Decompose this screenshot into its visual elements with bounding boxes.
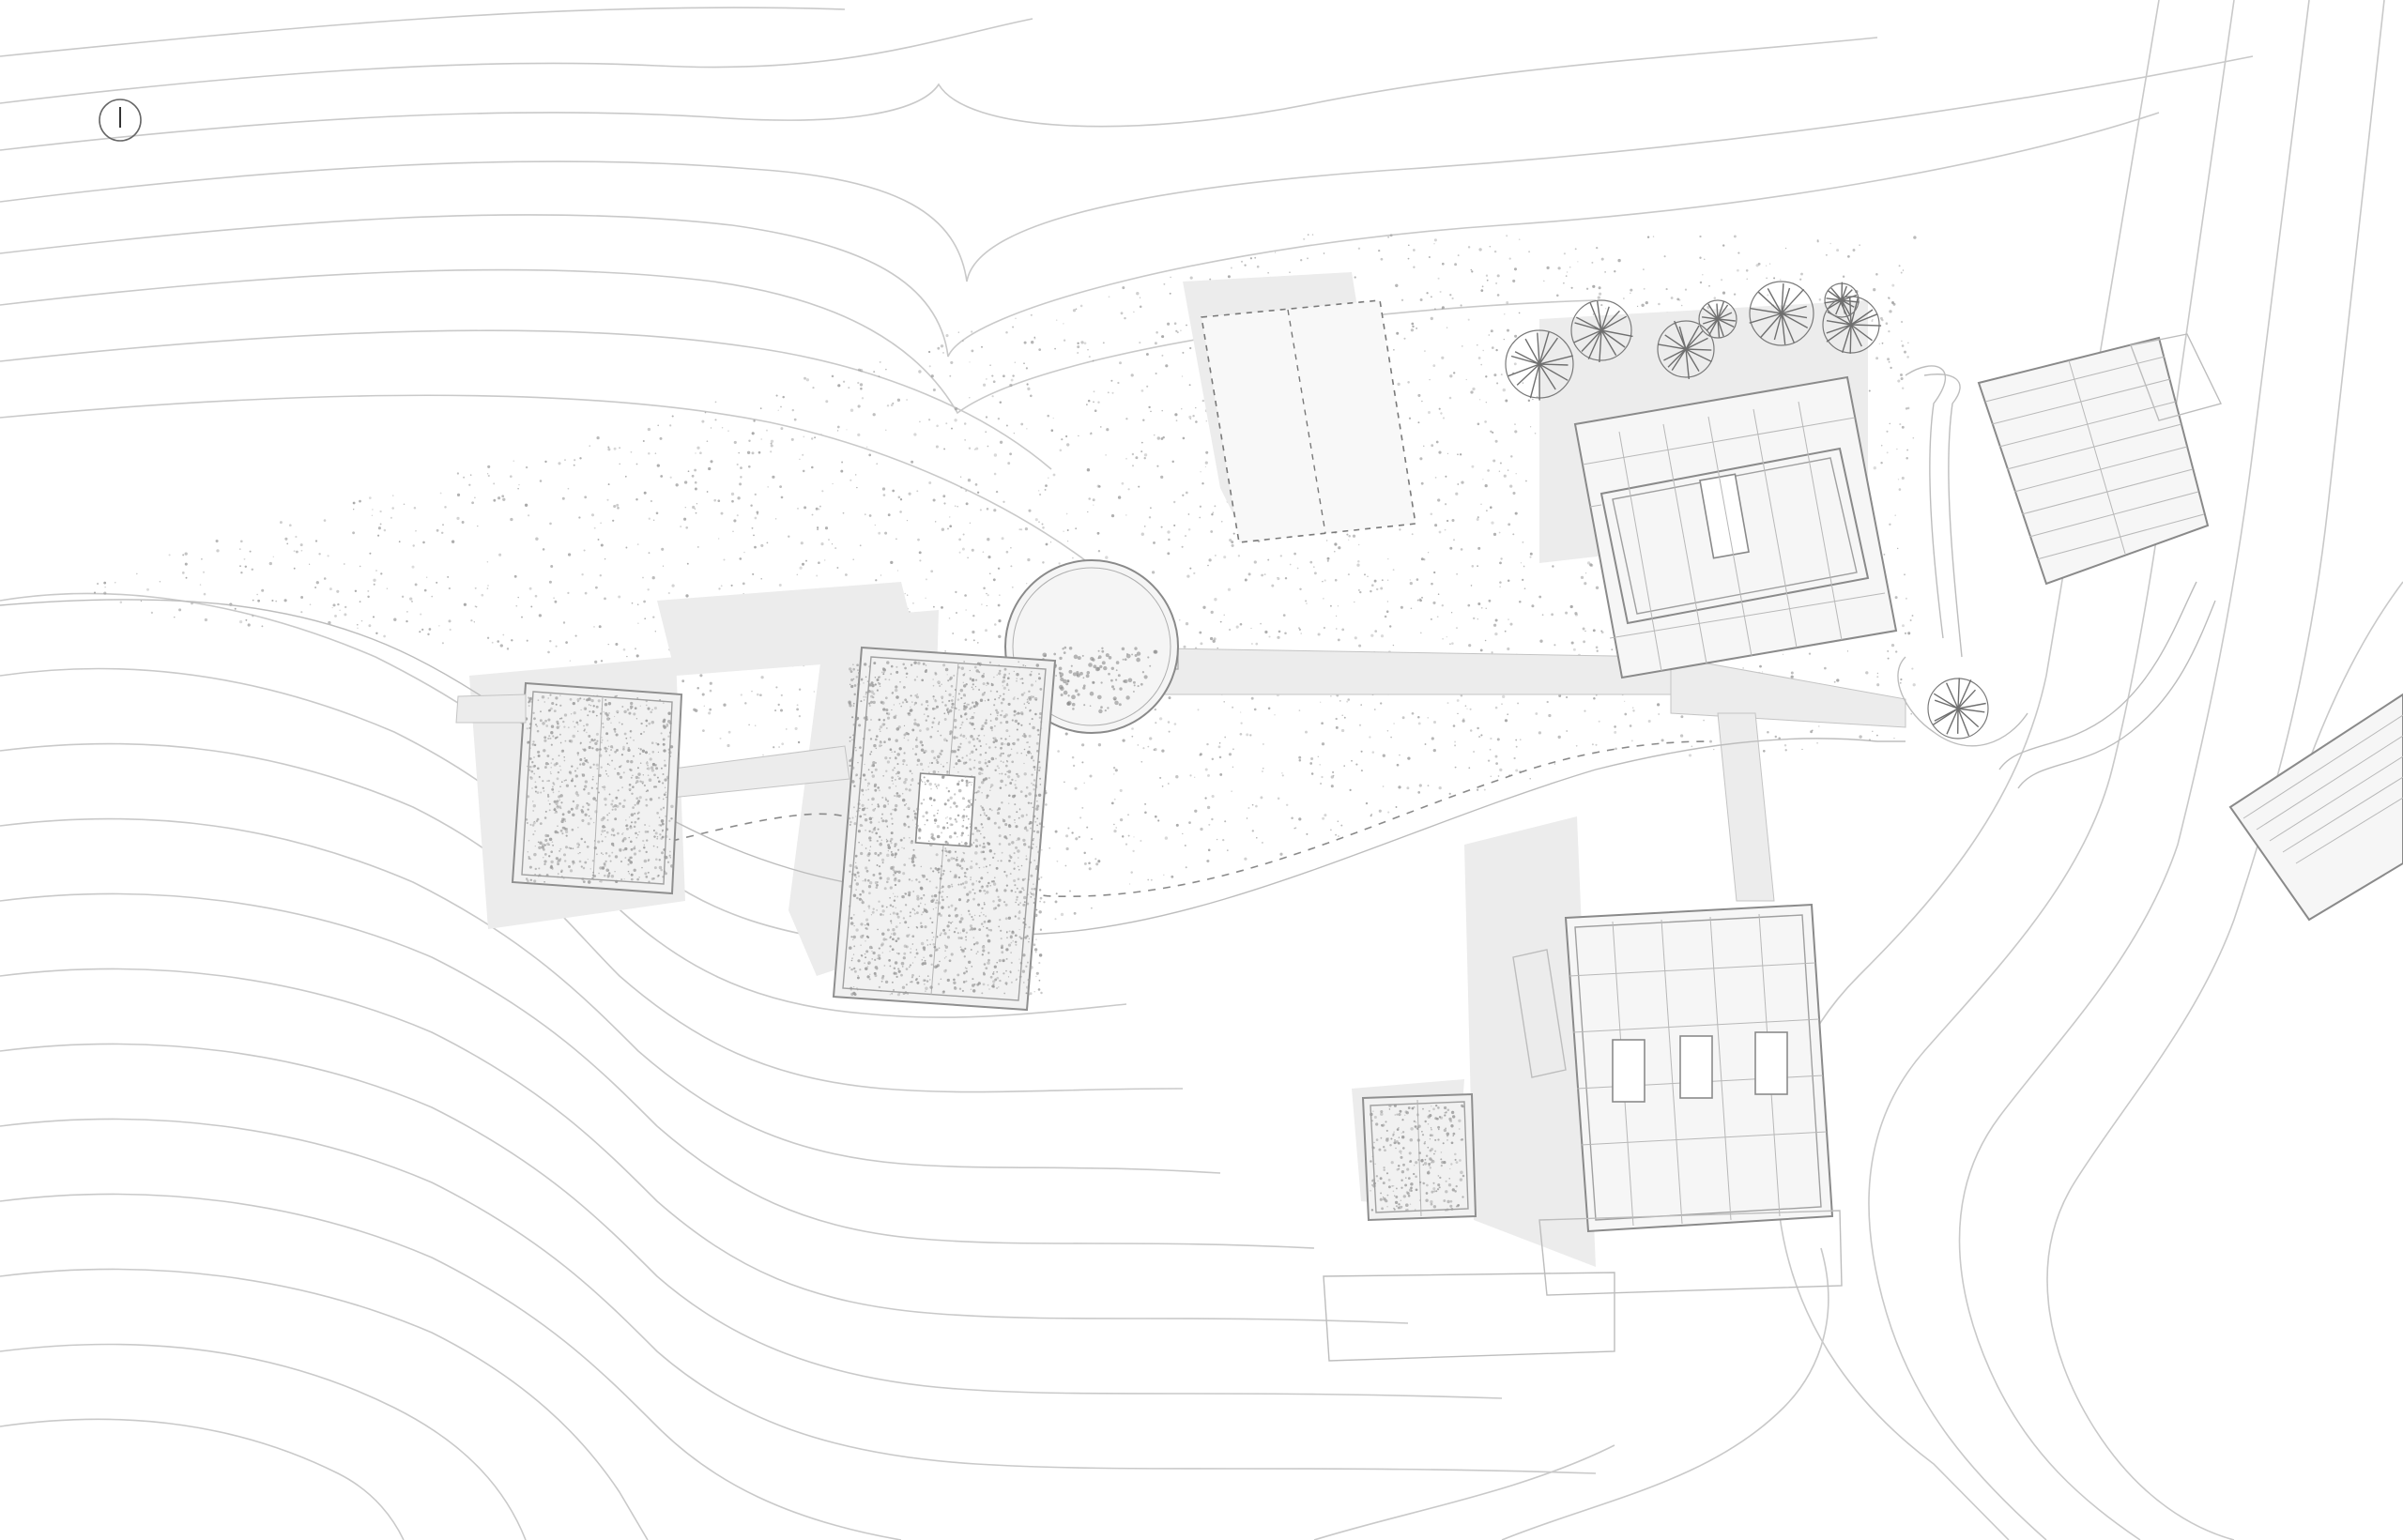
west-entry-step [455,694,527,724]
site-road [1897,365,2216,789]
building-east-neighbor[interactable] [1977,333,2222,586]
building-north-dashed[interactable] [1201,299,1416,543]
building-west-large[interactable] [832,646,1057,1012]
tree-icon [1698,299,1737,339]
tree-icon [1927,678,1989,740]
skylight [1699,473,1750,559]
skylight [914,772,976,847]
skylight [1754,1031,1788,1095]
skylight [1612,1039,1645,1103]
building-west-small[interactable] [511,681,683,895]
building-south-small[interactable] [1361,1092,1477,1222]
skylight [1679,1035,1713,1099]
tree-icon [1824,282,1860,318]
trees [1505,281,1989,740]
building-north-courtyard[interactable] [1573,375,1898,679]
north-arrow-icon [99,99,142,142]
tree-icon [1570,299,1633,363]
building-south-large[interactable] [1512,903,1843,1296]
tree-icon [1657,320,1715,379]
walkway[interactable] [666,640,1906,902]
terrace-outline [1323,1272,1615,1362]
building-east-edge[interactable] [2228,693,2403,922]
tree-icon [1505,329,1574,401]
tree-icon [1749,281,1814,346]
